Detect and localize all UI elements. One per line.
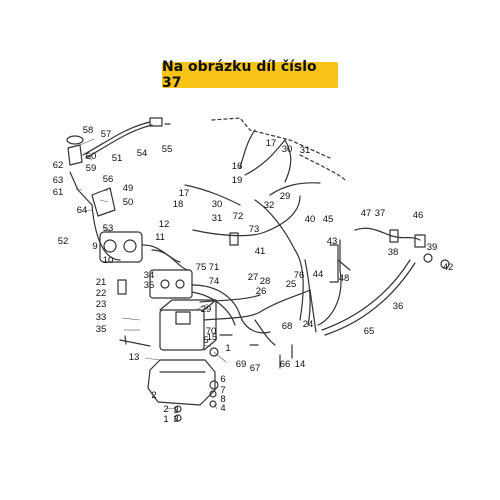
callout-number: 33 (95, 312, 107, 323)
callout-number: 53 (102, 223, 114, 234)
callout-number: 2 (163, 404, 169, 415)
callout-number: 67 (249, 363, 261, 374)
callout-number: 74 (208, 276, 220, 287)
callout-number: 30 (281, 144, 293, 155)
callout-number: 49 (122, 183, 134, 194)
callout-number: 38 (387, 247, 399, 258)
callout-number: 29 (279, 191, 291, 202)
callout-number: 41 (254, 246, 266, 257)
callout-number: 15 (206, 332, 218, 343)
callout-number: 64 (76, 205, 88, 216)
callout-number: 58 (82, 125, 94, 136)
callout-number: 17 (178, 188, 190, 199)
callout-number: 61 (52, 187, 64, 198)
callout-number: 34 (143, 270, 155, 281)
callout-number: 6 (220, 374, 226, 385)
callout-number: 51 (111, 153, 123, 164)
callout-number: 71 (208, 262, 220, 273)
callout-number: 72 (232, 211, 244, 222)
callout-number: 26 (255, 286, 267, 297)
callout-number: 23 (95, 299, 107, 310)
callout-number: 69 (235, 359, 247, 370)
callout-number: 62 (52, 160, 64, 171)
callout-number: 65 (363, 326, 375, 337)
callout-number: 30 (211, 199, 223, 210)
callout-number: 19 (231, 175, 243, 186)
callout-number: 57 (100, 129, 112, 140)
callout-number: 21 (95, 277, 107, 288)
callout-number: 48 (338, 273, 350, 284)
banner-text: Na obrázku díl číslo 37 (162, 59, 317, 91)
callout-number: 42 (442, 262, 454, 273)
callout-number: 22 (95, 288, 107, 299)
callout-number: 45 (322, 214, 334, 225)
callout-number: 3 (173, 405, 179, 416)
callout-number: 52 (57, 236, 69, 247)
callout-number: 31 (211, 213, 223, 224)
callout-number: 32 (263, 200, 275, 211)
callout-number: 35 (143, 280, 155, 291)
callout-number: 4 (220, 403, 226, 414)
callout-number: 24 (302, 319, 314, 330)
callout-number: 27 (247, 272, 259, 283)
callout-number: 73 (248, 224, 260, 235)
callout-number: 12 (158, 219, 170, 230)
callout-number: 47 (360, 208, 372, 219)
callout-number: 43 (326, 236, 338, 247)
callout-number: 76 (293, 270, 305, 281)
callout-number: 56 (102, 174, 114, 185)
callout-number: 16 (231, 161, 243, 172)
part-number-banner: Na obrázku díl číslo 37 (162, 59, 338, 91)
callout-number: 39 (426, 242, 438, 253)
callout-number: 10 (102, 255, 114, 266)
callout-number: 63 (52, 175, 64, 186)
callout-number: 11 (155, 232, 165, 243)
callout-number: 8 (220, 394, 226, 405)
callout-number: 9 (92, 241, 98, 252)
callout-number: 75 (195, 262, 207, 273)
callout-number: 5 (203, 335, 209, 346)
callout-number: 50 (122, 197, 134, 208)
callout-number: 35 (95, 324, 107, 335)
callout-number: 3 (173, 414, 179, 425)
callout-number: 1 (163, 414, 169, 425)
callout-number: 66 (279, 359, 291, 370)
callout-number: 1 (225, 343, 231, 354)
callout-number: 36 (392, 301, 404, 312)
callout-number: 18 (172, 199, 184, 210)
callout-number: 46 (412, 210, 424, 221)
callout-number: 14 (294, 359, 306, 370)
callout-number: 31 (299, 145, 311, 156)
callout-number: 54 (136, 148, 148, 159)
callout-number: 59 (85, 163, 97, 174)
callout-number: 55 (161, 144, 173, 155)
callout-number: 68 (281, 321, 293, 332)
callout-number: 13 (128, 352, 140, 363)
callout-number: 29 (200, 304, 212, 315)
callout-number: 17 (265, 138, 277, 149)
callout-number: 28 (259, 276, 271, 287)
callout-number: 44 (312, 269, 324, 280)
callout-number: 40 (304, 214, 316, 225)
callout-number: 25 (285, 279, 297, 290)
callout-number: 70 (205, 326, 217, 337)
callout-number: 60 (85, 151, 97, 162)
callout-number: 37 (374, 208, 386, 219)
callout-number: 2 (151, 390, 157, 401)
callout-number: 7 (220, 385, 226, 396)
